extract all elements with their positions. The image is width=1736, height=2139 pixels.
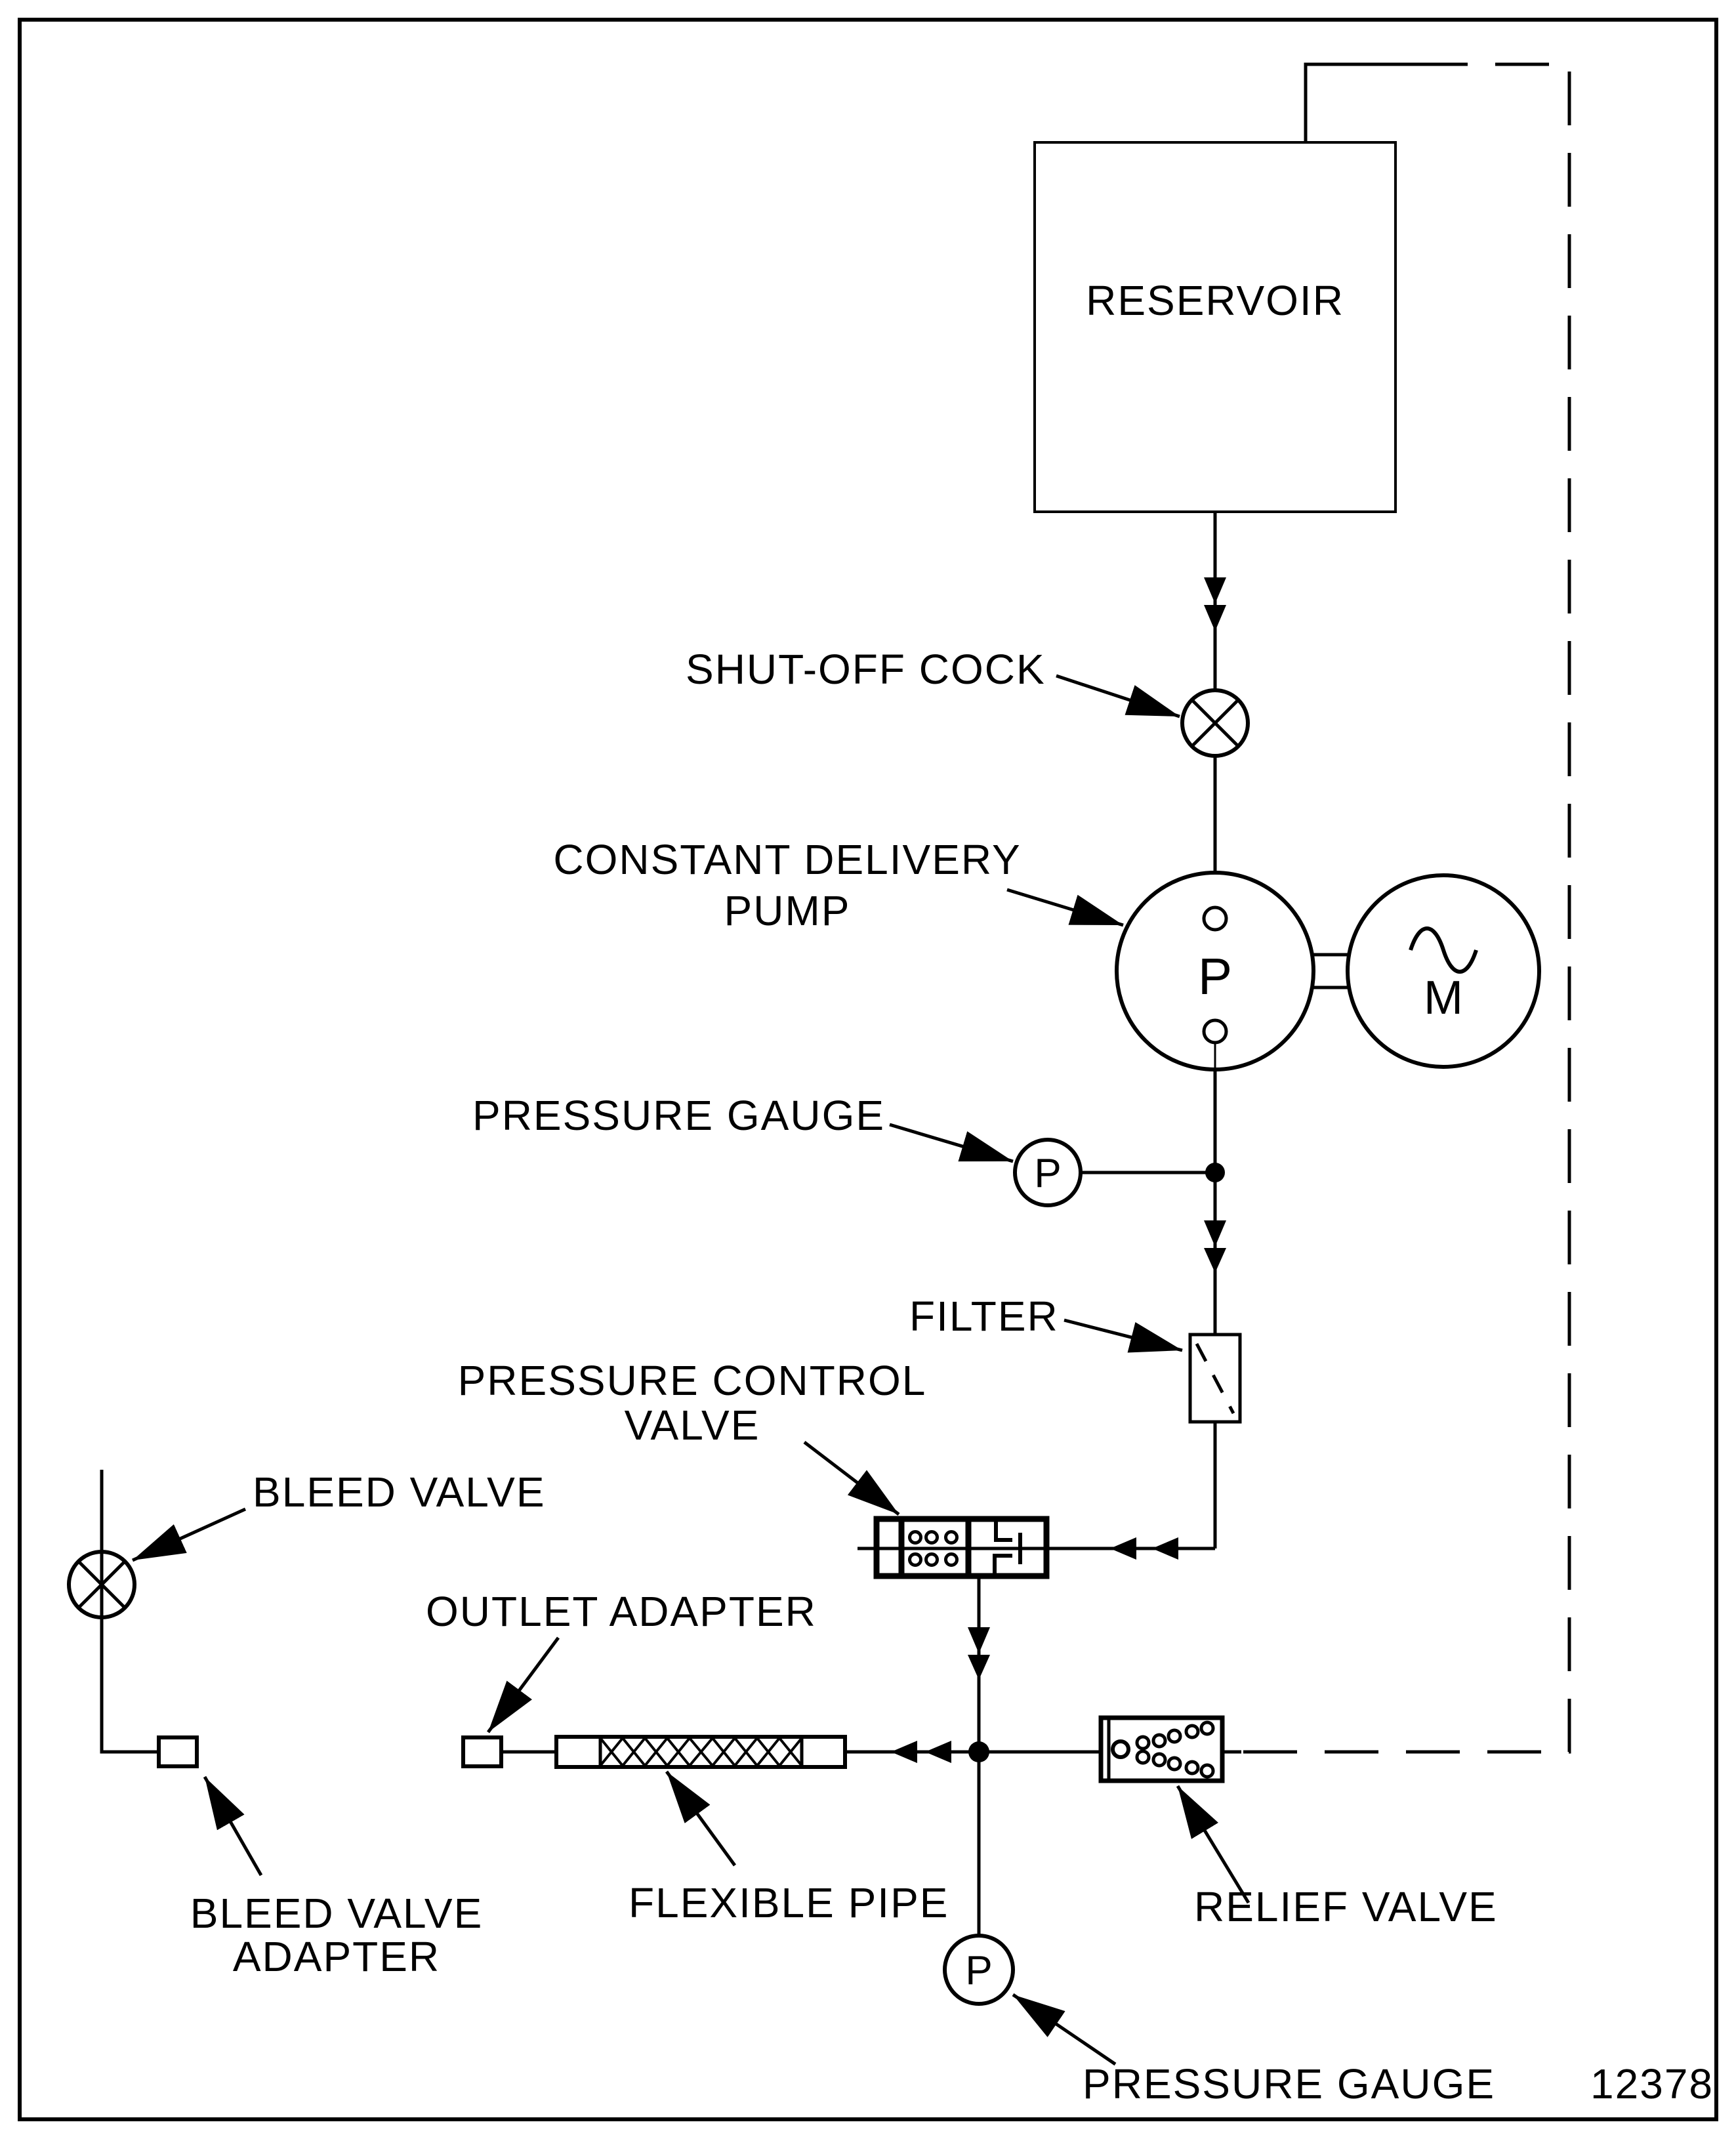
leader-pump: [1006, 888, 1124, 927]
pump-motor-coupling: [1313, 953, 1348, 989]
flow-arrow-left-icon: [1152, 1537, 1178, 1560]
pump-port-top-icon: [1202, 905, 1228, 932]
pressure-gauge-bottom-letter: P: [965, 1948, 992, 1993]
leader-pressure-gauge-bottom: [1012, 1993, 1117, 2066]
pump-label-line2: PUMP: [724, 887, 851, 934]
outlet-adapter-box: [461, 1735, 503, 1768]
flexible-pipe-label: FLEXIBLE PIPE: [629, 1879, 949, 1926]
pump-label-line1: CONSTANT DELIVERY: [553, 836, 1021, 883]
leader-flexible-pipe: [665, 1770, 737, 1867]
pressure-gauge-top-letter: P: [1034, 1151, 1061, 1196]
bleed-valve-adapter-label-line1: BLEED VALVE: [190, 1890, 484, 1937]
leader-pressure-control-valve: [803, 1441, 900, 1516]
pressure-control-valve-ports: [908, 1530, 959, 1567]
pump-port-bottom-icon: [1202, 1018, 1228, 1045]
flexible-pipe-symbol: [554, 1735, 847, 1769]
shut-off-cock-circle: [1180, 688, 1250, 758]
bleed-valve-adapter-box: [157, 1735, 199, 1768]
flow-arrow-left-icon: [891, 1741, 917, 1763]
outlet-adapter-label: OUTLET ADAPTER: [426, 1588, 817, 1635]
junction-dot-top: [1205, 1163, 1225, 1182]
bleed-valve-label: BLEED VALVE: [253, 1468, 546, 1516]
pressure-gauge-top-label: PRESSURE GAUGE: [472, 1092, 885, 1139]
flow-arrow-down-icon: [1204, 605, 1226, 631]
figure-number: 12378: [1590, 2060, 1714, 2108]
leader-relief-valve: [1176, 1785, 1250, 1904]
motor-letter: M: [1424, 972, 1463, 1024]
flow-arrow-left-icon: [925, 1741, 951, 1763]
pressure-control-valve-label-line2: VALVE: [625, 1402, 760, 1449]
motor-symbol: M: [1346, 873, 1541, 1069]
flexible-pipe-braid-icon: [599, 1737, 803, 1767]
flow-arrow-down-icon: [968, 1627, 990, 1653]
reservoir-symbol: RESERVOIR: [1033, 141, 1397, 513]
leader-outlet-adapter: [486, 1636, 560, 1734]
flow-arrow-down-icon: [1204, 577, 1226, 604]
pressure-gauge-top-circle: [1013, 1138, 1083, 1207]
filter-box: [1188, 1333, 1242, 1424]
shut-off-cock-symbol: [1180, 688, 1250, 758]
relief-valve-spray-icon: [1135, 1720, 1215, 1779]
filter-label: FILTER: [909, 1293, 1059, 1340]
bleed-valve-circle: [67, 1550, 136, 1619]
pressure-control-valve-symbol: [873, 1516, 1050, 1579]
pump-letter: P: [1198, 947, 1232, 1005]
pump-circle: [1115, 871, 1315, 1071]
filter-symbol: [1188, 1333, 1242, 1424]
leader-bleed-valve-adapter: [203, 1776, 263, 1877]
pressure-gauge-bottom-circle: [943, 1934, 1015, 2006]
motor-circle: [1346, 873, 1541, 1069]
supply-lines: [100, 512, 1241, 1936]
relief-valve-ball-icon: [1111, 1739, 1130, 1759]
bleed-valve-x-icon: [77, 1560, 126, 1609]
pump-symbol: P: [1115, 871, 1315, 1071]
relief-valve-box: [1098, 1715, 1225, 1783]
pressure-gauge-bottom-label: PRESSURE GAUGE: [1083, 2060, 1495, 2108]
pressure-control-valve-dividers: [898, 1519, 972, 1576]
shut-off-cock-label: SHUT-OFF COCK: [686, 646, 1046, 693]
relief-valve-label: RELIEF VALVE: [1194, 1883, 1498, 1930]
filter-element-icon: [1195, 1342, 1235, 1415]
leader-arrows: [131, 674, 1250, 2066]
shut-off-cock-x-icon: [1191, 699, 1239, 747]
flow-arrow-down-icon: [968, 1655, 990, 1680]
return-line-solid: [1304, 62, 1414, 142]
return-line-dashed: [1241, 62, 1571, 1754]
flow-arrow-down-icon: [1204, 1248, 1226, 1273]
ac-wave-icon: [1409, 926, 1478, 974]
pressure-gauge-bottom-symbol: P: [943, 1934, 1015, 2006]
leader-pressure-gauge-top: [889, 1123, 1014, 1163]
leader-filter: [1064, 1318, 1183, 1353]
leader-bleed-valve: [131, 1507, 247, 1562]
pressure-control-valve-box: [873, 1516, 1050, 1579]
flow-arrow-left-icon: [1110, 1537, 1136, 1560]
flexible-pipe-end-caps: [598, 1737, 804, 1767]
bleed-valve-symbol: [67, 1550, 136, 1619]
flexible-pipe-box: [554, 1735, 847, 1769]
relief-valve-symbol: [1098, 1715, 1225, 1783]
leader-shut-off-cock: [1056, 674, 1180, 718]
page-border: [18, 18, 1718, 2121]
pipe-bleed-branch: [100, 1470, 159, 1754]
bleed-valve-adapter-label-line2: ADAPTER: [233, 1933, 440, 1980]
reservoir-box: [1033, 141, 1397, 513]
pressure-control-valve-spool-icon: [993, 1519, 1022, 1576]
pressure-control-valve-label-line1: PRESSURE CONTROL: [458, 1357, 927, 1404]
flow-arrow-down-icon: [1204, 1220, 1226, 1247]
reservoir-label: RESERVOIR: [1086, 277, 1344, 324]
flow-arrows: [891, 577, 1226, 1763]
pressure-gauge-top-symbol: P: [1013, 1138, 1083, 1207]
junction-dot-bottom: [968, 1741, 989, 1762]
